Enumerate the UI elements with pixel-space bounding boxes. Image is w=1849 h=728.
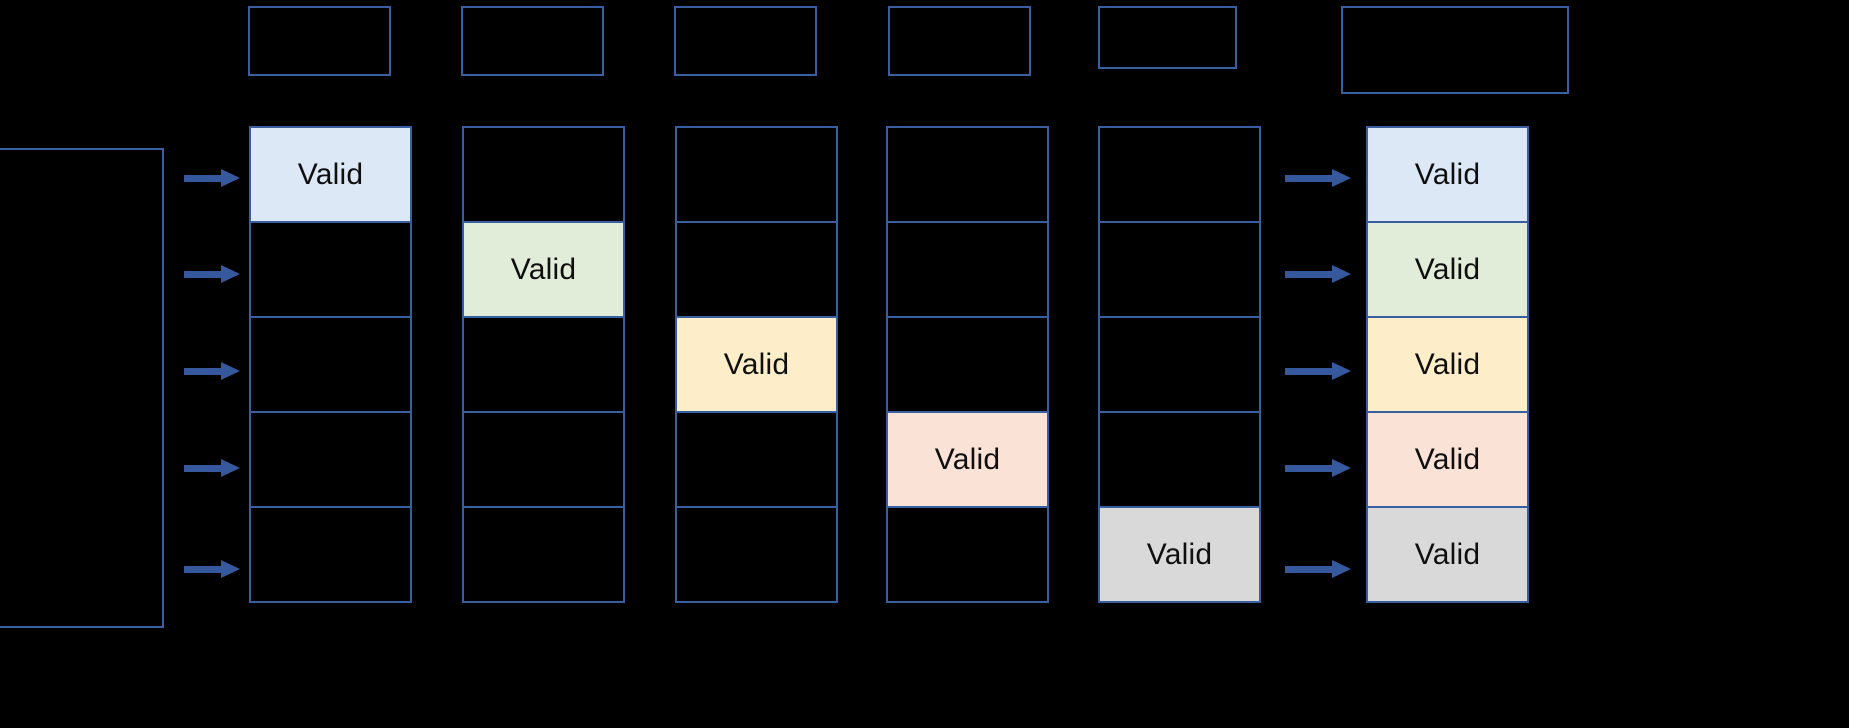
arrow-in-4 [184,459,240,477]
valid-cell[interactable]: Valid [1098,506,1261,603]
arrow-out-3 [1285,362,1351,380]
empty-cell[interactable] [462,126,625,223]
valid-cell[interactable]: Valid [249,126,412,223]
empty-cell[interactable] [462,506,625,603]
empty-cell[interactable] [1098,411,1261,508]
arrow-head-icon [221,459,240,477]
arrow-out-5 [1285,560,1351,578]
arrow-shaft [1285,465,1334,472]
valid-cell[interactable]: Valid [1366,316,1529,413]
arrow-in-3 [184,362,240,380]
arrow-head-icon [1332,560,1351,578]
column-1: Valid [249,126,412,603]
arrow-shaft [184,368,223,375]
valid-cell[interactable]: Valid [675,316,838,413]
arrow-head-icon [1332,265,1351,283]
column-2: Valid [462,126,625,603]
header-box-5[interactable] [1098,6,1237,69]
arrow-head-icon [221,362,240,380]
arrow-shaft [184,566,223,573]
arrow-head-icon [221,265,240,283]
arrow-out-1 [1285,169,1351,187]
valid-cell[interactable]: Valid [886,411,1049,508]
empty-cell[interactable] [675,221,838,318]
empty-cell[interactable] [249,221,412,318]
empty-cell[interactable] [886,221,1049,318]
valid-cell[interactable]: Valid [462,221,625,318]
empty-cell[interactable] [462,316,625,413]
column-3: Valid [675,126,838,603]
source-box[interactable] [0,148,164,628]
empty-cell[interactable] [675,506,838,603]
arrow-head-icon [221,169,240,187]
header-box-4[interactable] [888,6,1031,76]
arrow-shaft [1285,368,1334,375]
empty-cell[interactable] [249,506,412,603]
arrow-in-2 [184,265,240,283]
empty-cell[interactable] [462,411,625,508]
empty-cell[interactable] [249,316,412,413]
empty-cell[interactable] [886,316,1049,413]
arrow-head-icon [221,560,240,578]
valid-cell[interactable]: Valid [1366,126,1529,223]
empty-cell[interactable] [675,411,838,508]
arrow-in-5 [184,560,240,578]
arrow-shaft [1285,271,1334,278]
empty-cell[interactable] [1098,126,1261,223]
header-box-1[interactable] [248,6,391,76]
valid-cell[interactable]: Valid [1366,506,1529,603]
header-box-3[interactable] [674,6,817,76]
arrow-head-icon [1332,459,1351,477]
empty-cell[interactable] [886,506,1049,603]
column-4: Valid [886,126,1049,603]
valid-cell[interactable]: Valid [1366,221,1529,318]
empty-cell[interactable] [249,411,412,508]
arrow-out-2 [1285,265,1351,283]
header-box-6[interactable] [1341,6,1569,94]
empty-cell[interactable] [675,126,838,223]
arrow-head-icon [1332,169,1351,187]
arrow-out-4 [1285,459,1351,477]
empty-cell[interactable] [1098,316,1261,413]
empty-cell[interactable] [1098,221,1261,318]
arrow-shaft [184,175,223,182]
arrow-shaft [184,465,223,472]
arrow-shaft [1285,175,1334,182]
arrow-in-1 [184,169,240,187]
arrow-head-icon [1332,362,1351,380]
column-5: Valid [1098,126,1261,603]
header-box-2[interactable] [461,6,604,76]
arrow-shaft [1285,566,1334,573]
empty-cell[interactable] [886,126,1049,223]
arrow-shaft [184,271,223,278]
valid-cell[interactable]: Valid [1366,411,1529,508]
